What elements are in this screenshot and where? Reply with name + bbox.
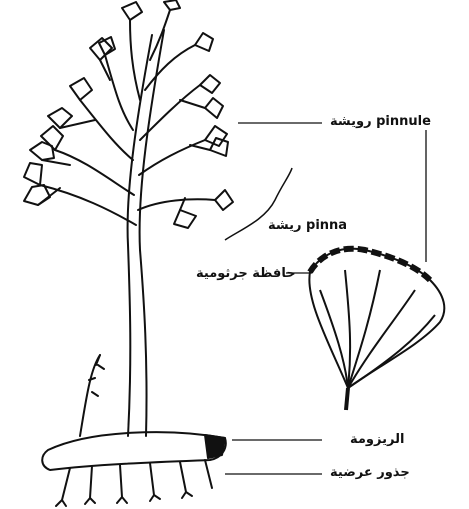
sorus-cover-label: حافظة جرثومية: [196, 266, 296, 281]
adventitious-roots-label: جذور عرضية: [330, 465, 410, 480]
pinnule-detail-icon: [309, 249, 444, 410]
rhizome-label: الريزومة: [350, 432, 404, 447]
leader-lines: [225, 123, 426, 474]
pinnule-label: رويشة pinnule: [330, 114, 431, 129]
fern-plant-icon: [24, 0, 233, 506]
pinna-label: ريشة pinna: [268, 218, 347, 233]
